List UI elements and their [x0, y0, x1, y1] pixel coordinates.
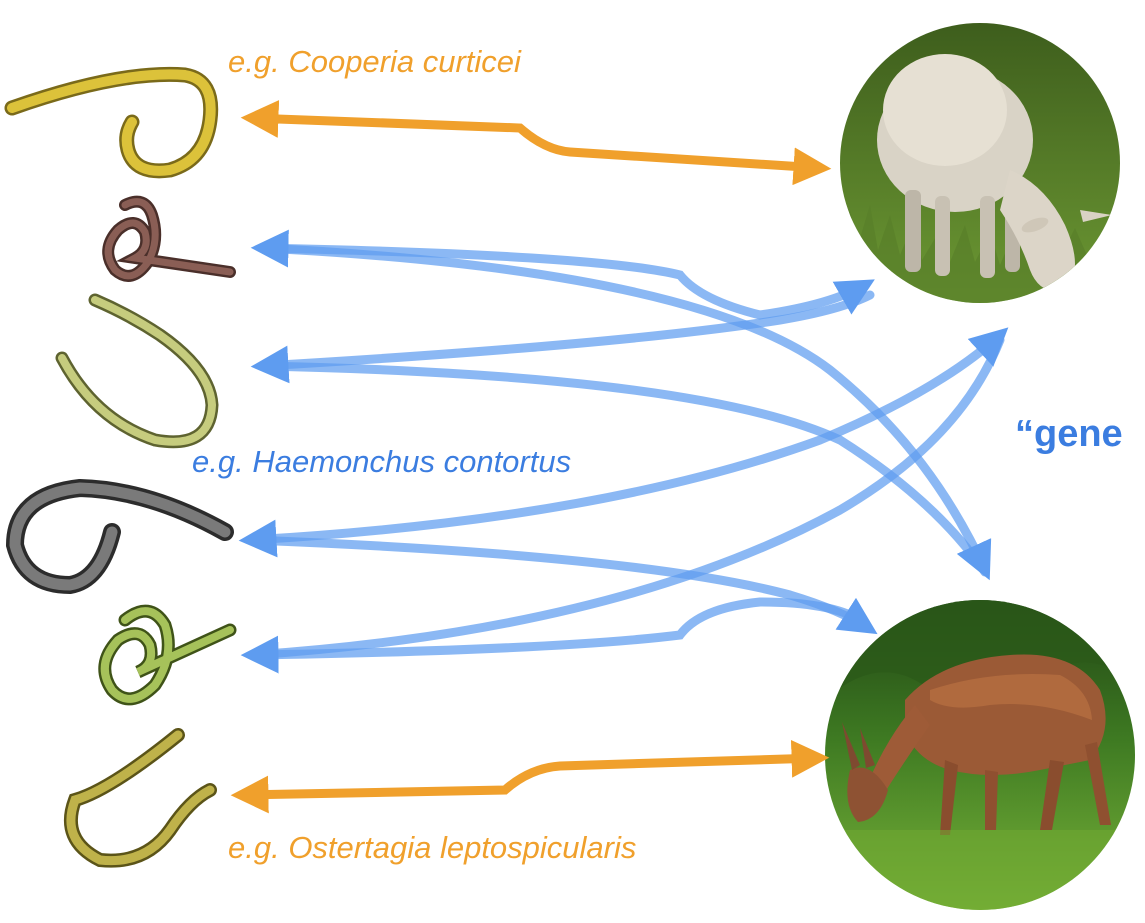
side-title-text: “gene — [1015, 413, 1123, 455]
worm-green-coil-icon — [105, 611, 230, 699]
worm-olive-u-icon — [71, 735, 210, 861]
arrow-worm3-sheep — [262, 295, 870, 366]
sheep-photo — [830, 20, 1130, 310]
deer-photo — [820, 595, 1140, 915]
worm-brown-coil-icon — [108, 202, 230, 276]
worm-gray-hook-icon — [15, 488, 225, 585]
arrow-cooperia-sheep — [252, 118, 820, 168]
middle-example-label: e.g. Haemonchus contortus — [192, 444, 571, 479]
arrow-ostertagia-deer — [242, 758, 818, 795]
bottom-example-label: e.g. Ostertagia leptospicularis — [228, 830, 636, 865]
worm-yellow-hook-icon — [12, 74, 211, 170]
top-example-label: e.g. Cooperia curticei — [228, 44, 522, 79]
arrow-worm2-deer — [262, 248, 985, 570]
worm-green-u-icon — [62, 300, 212, 442]
